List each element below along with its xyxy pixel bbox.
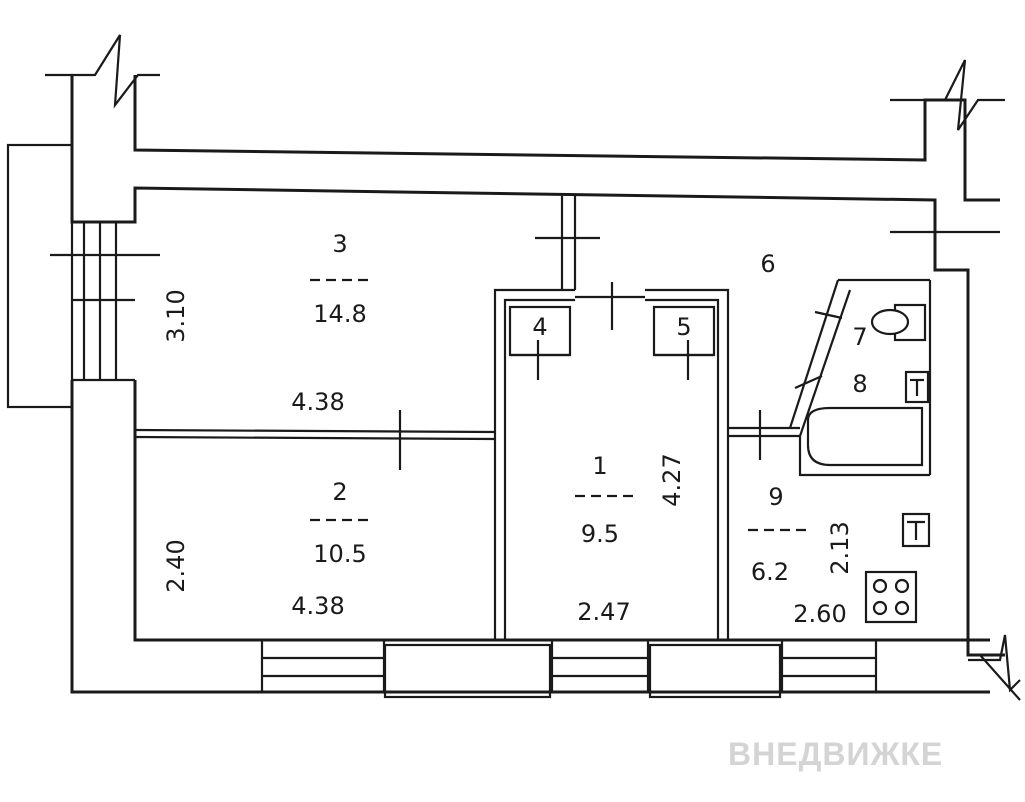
bathtub-icon xyxy=(806,406,924,467)
room-2-number: 2 xyxy=(332,478,347,506)
room-2-area: 10.5 xyxy=(313,540,366,568)
room-4-number: 4 xyxy=(532,313,547,341)
outer-walls xyxy=(6,34,1021,701)
room-9-number: 9 xyxy=(768,483,783,511)
room-3-height-dim: 3.10 xyxy=(162,289,190,342)
room-1-length-dim: 4.27 xyxy=(658,453,686,506)
room-3-area: 14.8 xyxy=(313,300,366,328)
interior-walls xyxy=(134,196,1000,640)
room-labels: 3 14.8 2 10.5 1 9.5 9 6.2 6 4 5 7 8 xyxy=(313,230,867,586)
room-2-height-dim: 2.40 xyxy=(162,539,190,592)
room-9-area: 6.2 xyxy=(751,558,789,586)
kitchen-sink-icon xyxy=(901,512,931,548)
room-3-number: 3 xyxy=(332,230,347,258)
room-9-height-dim: 2.13 xyxy=(826,521,854,574)
sink-icon xyxy=(904,370,930,404)
room-9-width-dim: 2.60 xyxy=(793,600,846,628)
toilet-icon xyxy=(870,303,927,342)
room-1-number: 1 xyxy=(592,452,607,480)
area-separators xyxy=(310,278,806,532)
room-6-number: 6 xyxy=(760,250,775,278)
windows-bottom xyxy=(260,638,878,699)
room-2-width-dim: 4.38 xyxy=(291,592,344,620)
room-3-width-dim: 4.38 xyxy=(291,388,344,416)
window-left xyxy=(50,222,160,380)
watermark: ВНЕДВИЖКЕ xyxy=(728,736,943,772)
room-8-number: 8 xyxy=(852,370,867,398)
fixtures xyxy=(806,303,931,624)
room-5-number: 5 xyxy=(676,313,691,341)
dimension-labels: 3.10 4.38 2.40 4.38 4.27 2.47 2.13 2.60 xyxy=(162,289,854,628)
stove-icon xyxy=(864,570,918,624)
watermark-text: ВНЕДВИЖКЕ xyxy=(728,736,943,772)
room-7-number: 7 xyxy=(852,323,867,351)
room-1-width-dim: 2.47 xyxy=(577,598,630,626)
room-1-area: 9.5 xyxy=(581,520,619,548)
